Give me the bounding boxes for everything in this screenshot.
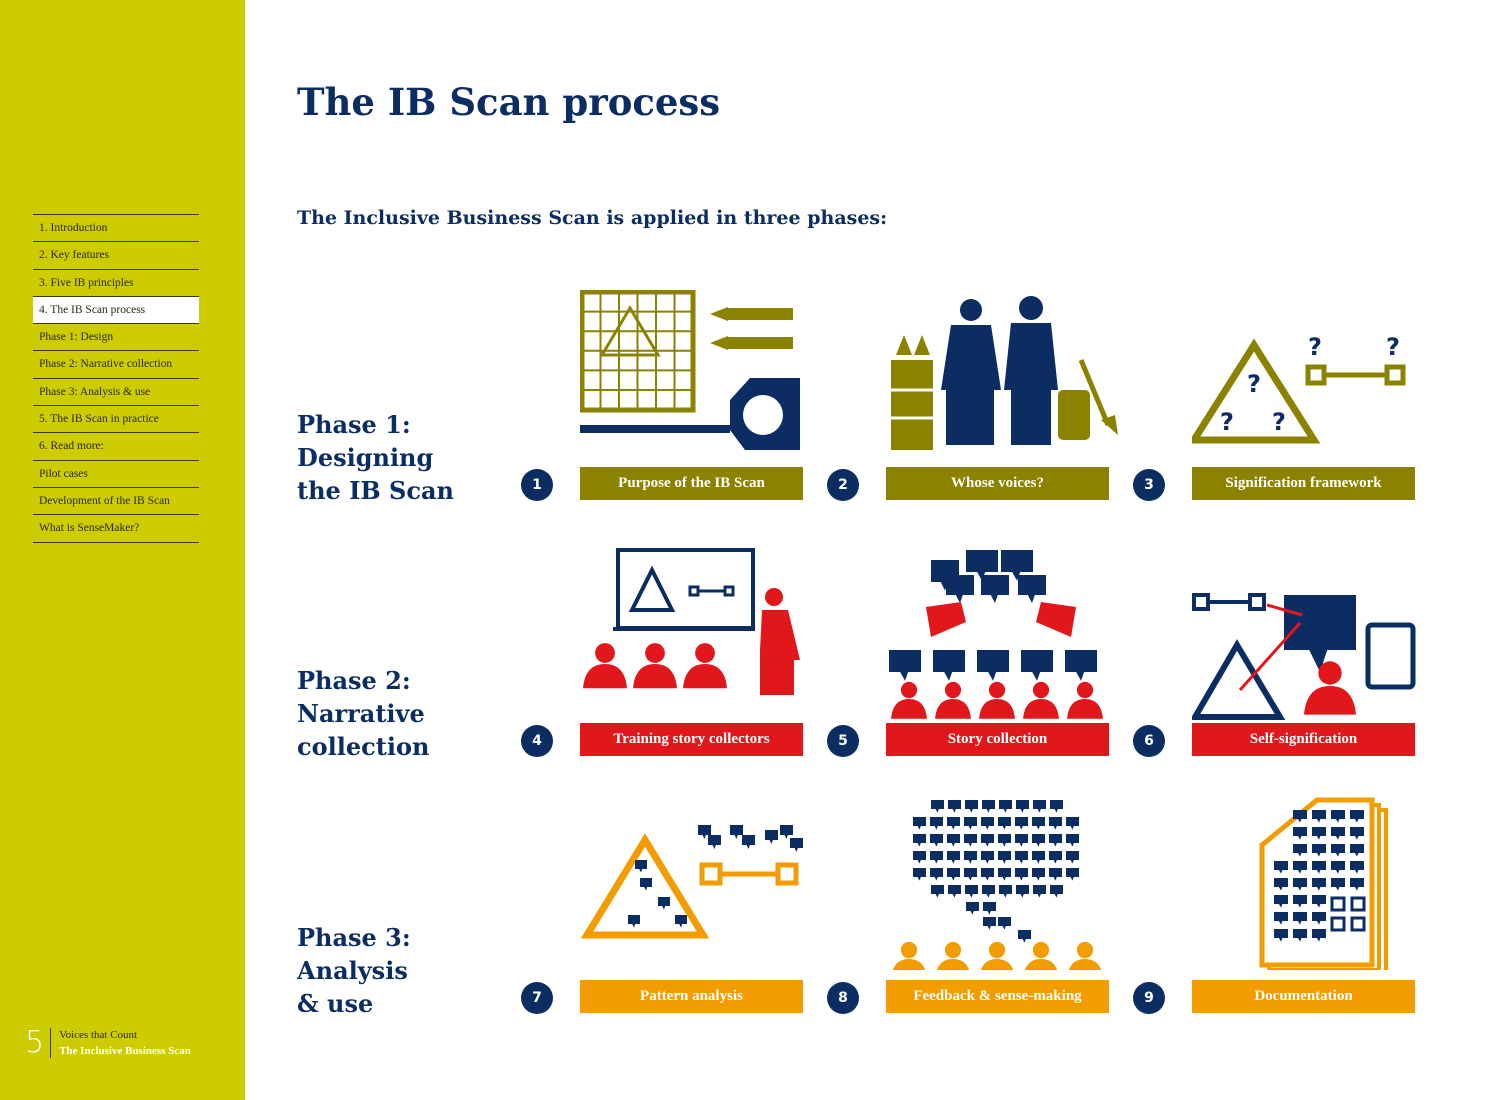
page-subtitle: The Inclusive Business Scan is applied i… (297, 207, 888, 229)
toc-item[interactable]: Phase 2: Narrative collection (33, 351, 199, 379)
step-label: Self-signification (1192, 723, 1415, 756)
step-number: 2 (827, 469, 859, 501)
phase-heading: Phase 1: Designing the IB Scan (297, 408, 497, 507)
toc-item[interactable]: What is SenseMaker? (33, 515, 199, 543)
phase-heading-line: Narrative (297, 699, 425, 728)
grid-with-pens-and-tape-icon (579, 289, 815, 460)
step-number: 6 (1133, 725, 1165, 757)
pattern-triangle-icon (580, 790, 815, 960)
step-label: Training story collectors (580, 723, 803, 756)
svg-text:?: ? (1386, 333, 1400, 361)
toc-item[interactable]: Pilot cases (33, 461, 199, 488)
step-number: 3 (1133, 469, 1165, 501)
step-label: Feedback & sense-making (886, 980, 1109, 1013)
svg-text:?: ? (1308, 333, 1322, 361)
publication-subtitle: The Inclusive Business Scan (59, 1045, 191, 1057)
toc-item[interactable]: 4. The IB Scan process (33, 296, 199, 325)
feedback-crowd-icon (886, 790, 1121, 979)
step-label: Signification framework (1192, 467, 1415, 500)
toc-item[interactable]: Phase 3: Analysis & use (33, 379, 199, 407)
step-number: 5 (827, 725, 859, 757)
phase-heading-line: Phase 2: (297, 666, 411, 695)
phase-heading-line: & use (297, 989, 374, 1018)
toc-item[interactable]: 2. Key features (33, 242, 199, 270)
phase-heading: Phase 2: Narrative collection (297, 664, 497, 763)
speech-bubbles-people-icon (886, 545, 1121, 719)
phase-heading-line: Phase 3: (297, 923, 411, 952)
step-label: Whose voices? (886, 467, 1109, 500)
step-label: Purpose of the IB Scan (580, 467, 803, 500)
toc-item[interactable]: Development of the IB Scan (33, 488, 199, 516)
svg-text:?: ? (1272, 408, 1286, 436)
publication-title: Voices that Count (59, 1029, 138, 1041)
triangle-questions-icon: ????? (1187, 290, 1427, 460)
toc-item[interactable]: Phase 1: Design (33, 324, 199, 352)
self-signification-icon (1189, 545, 1427, 720)
phase-heading: Phase 3: Analysis & use (297, 921, 497, 1020)
toc-item[interactable]: 1. Introduction (33, 215, 199, 243)
phase-heading-line: Phase 1: (297, 410, 411, 439)
phase-heading-line: collection (297, 732, 430, 761)
svg-text:?: ? (1247, 370, 1261, 398)
phase-heading-line: the IB Scan (297, 476, 454, 505)
step-label: Documentation (1192, 980, 1415, 1013)
page-number: 5 (25, 1028, 52, 1058)
phase-heading-line: Analysis (297, 956, 408, 985)
step-number: 8 (827, 982, 859, 1014)
phase-heading-line: Designing (297, 443, 434, 472)
svg-text:?: ? (1220, 408, 1234, 436)
step-label: Story collection (886, 723, 1109, 756)
toc-item[interactable]: 3. Five IB principles (33, 270, 199, 297)
step-number: 4 (521, 725, 553, 757)
trainer-classroom-icon (580, 545, 815, 715)
documents-icon (1192, 790, 1427, 977)
page-footer: 5 Voices that Count The Inclusive Busine… (25, 1028, 191, 1058)
step-label: Pattern analysis (580, 980, 803, 1013)
step-number: 7 (521, 982, 553, 1014)
farmers-icon (886, 290, 1121, 460)
step-number: 9 (1133, 982, 1165, 1014)
step-number: 1 (521, 469, 553, 501)
toc-item[interactable]: 6. Read more: (33, 433, 199, 461)
page-title: The IB Scan process (297, 80, 721, 124)
toc-item[interactable]: 5. The IB Scan in practice (33, 406, 199, 434)
